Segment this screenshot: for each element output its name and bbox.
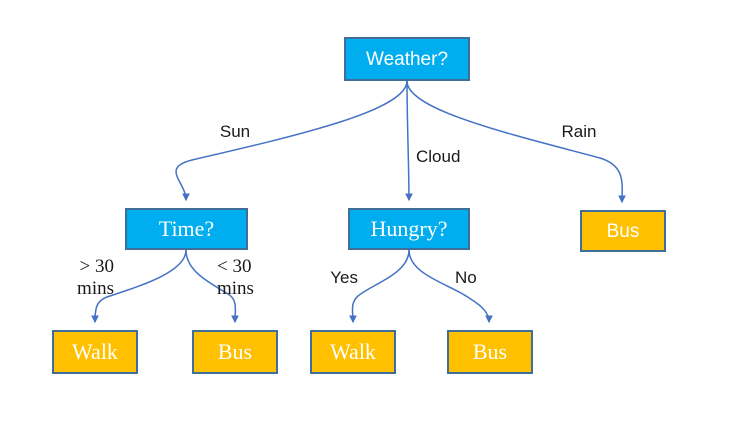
edge-label-e-lt30: < 30 mins	[217, 256, 254, 300]
node-walk_long[interactable]: Walk	[52, 330, 138, 374]
edge-label-e-yes: Yes	[330, 268, 358, 287]
node-hungry[interactable]: Hungry?	[348, 208, 470, 250]
edge-e-cloud	[405, 80, 413, 202]
node-bus_no[interactable]: Bus	[447, 330, 533, 374]
edge-paths	[91, 80, 626, 324]
edge-e-yes	[349, 249, 410, 324]
node-walk_yes[interactable]: Walk	[310, 330, 396, 374]
edge-label-e-no: No	[455, 268, 477, 287]
node-bus_rain[interactable]: Bus	[580, 210, 666, 252]
node-weather[interactable]: Weather?	[344, 37, 470, 81]
node-time[interactable]: Time?	[125, 208, 248, 250]
node-bus_short[interactable]: Bus	[192, 330, 278, 374]
edge-label-e-cloud: Cloud	[416, 147, 461, 166]
edge-label-e-sun: Sun	[219, 122, 251, 141]
edge-label-e-rain: Rain	[561, 122, 597, 141]
edge-label-e-gt30: > 30 mins	[77, 256, 114, 300]
